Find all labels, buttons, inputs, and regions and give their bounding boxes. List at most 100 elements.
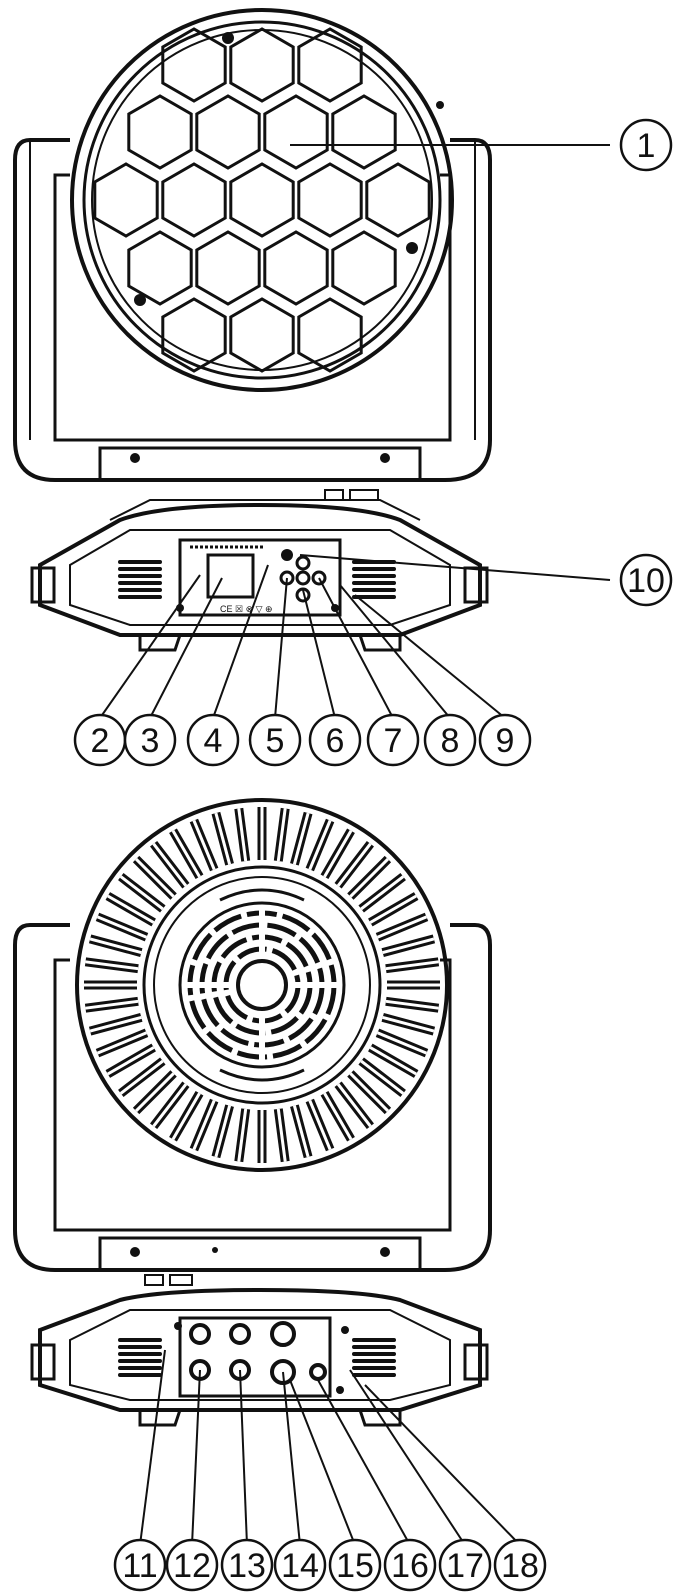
vent-slot bbox=[352, 1338, 396, 1342]
front-base-screw-right bbox=[380, 453, 390, 463]
cooling-fin-highlight bbox=[171, 1092, 201, 1140]
power-in[interactable] bbox=[270, 1321, 296, 1347]
callout-9: 9 bbox=[478, 713, 532, 767]
callout-circle bbox=[248, 713, 302, 767]
front-base-connector-a bbox=[324, 489, 344, 501]
callout-17: 17 bbox=[438, 1538, 492, 1592]
cooling-fin-highlight bbox=[214, 812, 232, 865]
callout-number: 12 bbox=[173, 1547, 211, 1585]
cooling-fin-highlight bbox=[376, 915, 428, 939]
face-screw-right-top bbox=[436, 101, 444, 109]
front-head-ring-face bbox=[91, 29, 433, 371]
back-yoke bbox=[13, 923, 492, 1272]
led-lens-10 bbox=[229, 162, 295, 238]
callout-12: 12 bbox=[165, 1538, 219, 1592]
cooling-fin-highlight bbox=[376, 1031, 428, 1055]
power-out[interactable] bbox=[270, 1359, 296, 1385]
vent-slot bbox=[118, 588, 162, 592]
cooling-fin-highlight bbox=[323, 1092, 353, 1140]
vent-slot bbox=[118, 1359, 162, 1363]
callout-3: 3 bbox=[123, 713, 177, 767]
cooling-fin-highlight bbox=[308, 1099, 332, 1151]
face-screw-top bbox=[222, 32, 234, 44]
face-screw-right bbox=[406, 242, 418, 254]
vent-slot bbox=[352, 1352, 396, 1356]
vent-slot bbox=[352, 574, 396, 578]
cooling-fin-highlight bbox=[89, 1015, 142, 1033]
cooling-fin-highlight bbox=[237, 808, 248, 862]
button-enter[interactable] bbox=[295, 570, 311, 586]
cooling-fin-highlight bbox=[276, 1108, 287, 1162]
base-top-handle-left bbox=[30, 566, 56, 604]
led-lens-7 bbox=[331, 94, 397, 170]
face-screw-left bbox=[134, 294, 146, 306]
front-head-ring-inner bbox=[82, 20, 442, 380]
button-up[interactable] bbox=[295, 555, 311, 571]
callout-circle bbox=[113, 1538, 167, 1592]
callout-1: 1 bbox=[619, 118, 673, 172]
lcd-display bbox=[206, 553, 255, 599]
callout-circle bbox=[165, 1538, 219, 1592]
vent-slot bbox=[118, 567, 162, 571]
cooling-fin-highlight bbox=[385, 999, 439, 1010]
callout-number: 3 bbox=[141, 722, 160, 760]
cooling-fin-highlight bbox=[96, 1031, 148, 1055]
callout-8: 8 bbox=[423, 713, 477, 767]
cooling-fin-highlight bbox=[192, 819, 216, 871]
cooling-fin-highlight bbox=[369, 894, 417, 924]
front-head-ring-outer bbox=[70, 8, 454, 392]
callout-number: 10 bbox=[627, 562, 665, 600]
callout-15: 15 bbox=[328, 1538, 382, 1592]
cooling-fin-highlight bbox=[308, 819, 332, 871]
cooling-fin-highlight bbox=[192, 1099, 216, 1151]
base-top-view: CE ☒ ⊗ ▽ ⊕ bbox=[30, 499, 489, 652]
led-lens-19 bbox=[297, 297, 363, 373]
vent-slot bbox=[118, 1352, 162, 1356]
vent-slot bbox=[118, 1366, 162, 1370]
led-lens-array bbox=[93, 27, 431, 373]
cooling-fin-highlight bbox=[89, 937, 142, 955]
callout-circle bbox=[366, 713, 420, 767]
callout-number: 9 bbox=[496, 722, 515, 760]
dmx-in-3pin[interactable] bbox=[189, 1323, 211, 1345]
callout-circle bbox=[328, 1538, 382, 1592]
callout-number: 11 bbox=[122, 1547, 157, 1585]
led-lens-15 bbox=[263, 230, 329, 306]
vent-slot bbox=[352, 1366, 396, 1370]
front-view bbox=[13, 8, 492, 501]
cooling-fin-highlight bbox=[360, 875, 405, 911]
callout-circle bbox=[478, 713, 532, 767]
fan-housing bbox=[178, 901, 346, 1069]
cooling-fin-highlight bbox=[323, 830, 353, 878]
button-down[interactable] bbox=[295, 587, 311, 603]
vent-slot bbox=[118, 595, 162, 599]
led-lens-6 bbox=[263, 94, 329, 170]
fuse-holder[interactable] bbox=[309, 1363, 327, 1381]
callout-circle bbox=[493, 1538, 547, 1592]
dmx-in-5pin[interactable] bbox=[229, 1323, 251, 1345]
cooling-fin-highlight bbox=[237, 1108, 248, 1162]
front-base-connector-b bbox=[349, 489, 379, 501]
vent-slot bbox=[118, 581, 162, 585]
connector-panel bbox=[178, 1316, 332, 1398]
led-lens-16 bbox=[331, 230, 397, 306]
cooling-fin-highlight bbox=[152, 842, 188, 887]
callout-circle bbox=[123, 713, 177, 767]
vent-slot bbox=[352, 581, 396, 585]
callout-circle bbox=[619, 118, 673, 172]
back-view bbox=[13, 798, 492, 1286]
callout-10: 10 bbox=[619, 553, 673, 607]
callout-4: 4 bbox=[186, 713, 240, 767]
back-head-ring-outer bbox=[75, 798, 449, 1172]
cooling-fin-highlight bbox=[336, 1083, 372, 1128]
callout-number: 6 bbox=[326, 722, 345, 760]
cooling-fin-highlight bbox=[85, 960, 139, 971]
button-right[interactable] bbox=[311, 570, 327, 586]
ir-sensor bbox=[281, 549, 293, 561]
callout-circle bbox=[220, 1538, 274, 1592]
vent-grille-left bbox=[118, 560, 162, 599]
callout-circle bbox=[423, 713, 477, 767]
led-lens-18 bbox=[229, 297, 295, 373]
front-base-screw-left bbox=[130, 453, 140, 463]
callout-7: 7 bbox=[366, 713, 420, 767]
